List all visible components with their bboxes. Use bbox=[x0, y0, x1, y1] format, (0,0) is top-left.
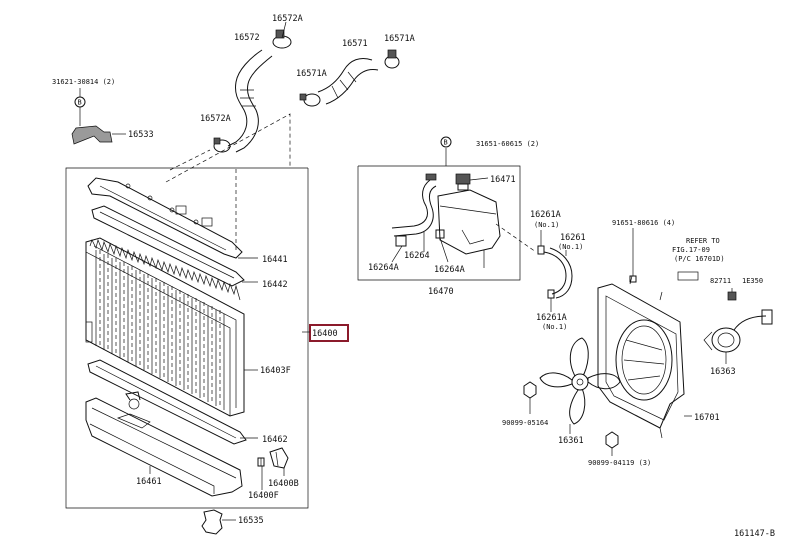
label-16461[interactable]: 16461 bbox=[136, 477, 162, 487]
label-refer-line2: FIG.17-09 bbox=[672, 246, 710, 254]
radiator-upper-tank[interactable] bbox=[87, 177, 243, 259]
fan-shroud[interactable] bbox=[597, 275, 685, 439]
overflow-hose[interactable] bbox=[543, 247, 573, 299]
selected-part-highlight bbox=[309, 324, 349, 342]
label-16261-note: (No.1) bbox=[558, 243, 583, 251]
reservoir-hose[interactable] bbox=[391, 173, 437, 237]
leader-lines bbox=[149, 177, 727, 490]
label-31651[interactable]: 31651-60615 (2) bbox=[476, 140, 539, 148]
radiator-upper-gasket[interactable] bbox=[91, 205, 245, 287]
shroud-bolt-90099[interactable] bbox=[605, 431, 619, 456]
upper-support-bracket[interactable] bbox=[71, 125, 126, 145]
radiator-lower-gasket[interactable] bbox=[87, 359, 247, 445]
radiator-assembly-group bbox=[65, 167, 309, 509]
fan-blade[interactable] bbox=[539, 337, 621, 425]
label-16264A-right[interactable]: 16264A bbox=[434, 265, 465, 275]
label-16470[interactable]: 16470 bbox=[428, 287, 454, 297]
shroud-screw[interactable] bbox=[677, 271, 699, 281]
label-16701[interactable]: 16701 bbox=[694, 413, 720, 423]
overflow-hose-clip-upper[interactable] bbox=[537, 245, 545, 255]
label-16571A-top[interactable]: 16571A bbox=[384, 34, 415, 44]
label-16471[interactable]: 16471 bbox=[490, 175, 516, 185]
radiator-core[interactable] bbox=[85, 237, 245, 417]
label-16400[interactable]: 16400 bbox=[312, 329, 338, 339]
label-16261[interactable]: 16261 bbox=[560, 233, 586, 243]
hose-clamp-mid[interactable] bbox=[299, 93, 321, 107]
label-90099-04119[interactable]: 90099-04119 (3) bbox=[588, 459, 651, 467]
fan-nut[interactable] bbox=[523, 381, 537, 414]
label-16442[interactable]: 16442 bbox=[262, 280, 288, 290]
label-16264A-left[interactable]: 16264A bbox=[368, 263, 399, 273]
radiator-support-cushion[interactable] bbox=[201, 509, 236, 535]
label-16261A-1[interactable]: 16261A bbox=[530, 210, 561, 220]
label-16441[interactable]: 16441 bbox=[262, 255, 288, 265]
label-16571A-mid[interactable]: 16571A bbox=[296, 69, 327, 79]
reservoir-hose-clamp-left[interactable] bbox=[395, 235, 407, 247]
label-refer-line1: REFER TO bbox=[686, 237, 720, 245]
bolt-callout-31621[interactable]: B bbox=[74, 88, 86, 126]
figure-number: 161147-B bbox=[734, 529, 775, 539]
label-31621[interactable]: 31621-30814 (2) bbox=[52, 78, 115, 86]
part-labels: 16572A 16572 16571 16571A 16571A 16572A … bbox=[52, 14, 775, 539]
bolt-callout-31651[interactable]: B bbox=[440, 136, 452, 166]
hose-clamp-right[interactable] bbox=[384, 49, 400, 69]
label-16535[interactable]: 16535 bbox=[238, 516, 264, 526]
hose-clamp-top[interactable] bbox=[272, 21, 292, 49]
radiator-outlet-hose[interactable] bbox=[317, 57, 379, 105]
label-16572[interactable]: 16572 bbox=[234, 33, 260, 43]
label-16462[interactable]: 16462 bbox=[262, 435, 288, 445]
radiator-lower-tank[interactable] bbox=[85, 391, 243, 497]
label-16261A-2-note: (No.1) bbox=[542, 323, 567, 331]
label-16363[interactable]: 16363 bbox=[710, 367, 736, 377]
label-16361[interactable]: 16361 bbox=[558, 436, 584, 446]
label-refer-line3[interactable]: (P/C 16701D) bbox=[674, 255, 725, 263]
hose-clamp-lower[interactable] bbox=[213, 137, 231, 153]
reservoir-tank[interactable] bbox=[437, 189, 501, 268]
radiator-core-fins bbox=[89, 238, 241, 410]
bolt-mark: B bbox=[78, 99, 82, 107]
label-16572A-bottom[interactable]: 16572A bbox=[200, 114, 231, 124]
label-16264[interactable]: 16264 bbox=[404, 251, 430, 261]
label-91651[interactable]: 91651-80616 (4) bbox=[612, 219, 675, 227]
reservoir-cap[interactable] bbox=[455, 173, 471, 191]
fan-motor[interactable] bbox=[703, 309, 773, 353]
label-16403F[interactable]: 16403F bbox=[260, 366, 291, 376]
label-16533[interactable]: 16533 bbox=[128, 130, 154, 140]
drain-cock[interactable] bbox=[269, 447, 289, 469]
label-16261A-2[interactable]: 16261A bbox=[536, 313, 567, 323]
label-16572A-top[interactable]: 16572A bbox=[272, 14, 303, 24]
label-16400B[interactable]: 16400B bbox=[268, 479, 299, 489]
fan-connector[interactable] bbox=[727, 288, 737, 301]
label-16261A-1-note: (No.1) bbox=[534, 221, 559, 229]
drain-plug-o-ring[interactable] bbox=[257, 457, 265, 467]
label-82711[interactable]: 82711 bbox=[710, 277, 731, 285]
label-16400F[interactable]: 16400F bbox=[248, 491, 279, 501]
radiator-inlet-hose[interactable] bbox=[227, 49, 273, 153]
label-1E350: 1E350 bbox=[742, 277, 763, 285]
svg-text:B: B bbox=[444, 139, 448, 147]
shroud-bolt-91651[interactable] bbox=[629, 228, 637, 283]
label-90099-05164[interactable]: 90099-05164 bbox=[502, 419, 548, 427]
reservoir-group bbox=[357, 165, 521, 281]
label-16571[interactable]: 16571 bbox=[342, 39, 368, 49]
